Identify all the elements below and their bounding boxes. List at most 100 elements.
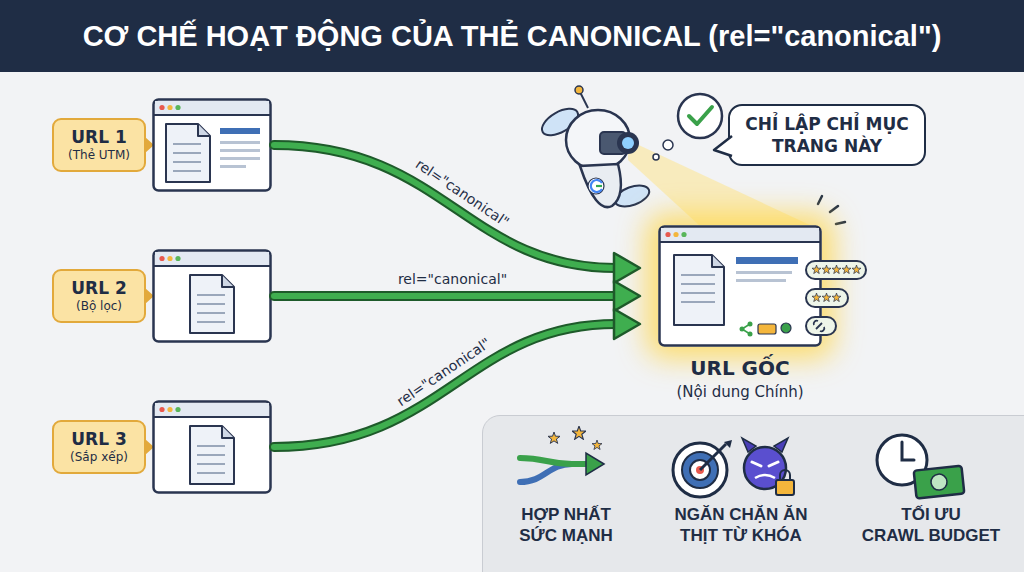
arrow-head	[614, 281, 640, 311]
robot-crawler	[591, 180, 602, 192]
canonical-window	[661, 228, 819, 242]
browser-window	[154, 114, 270, 116]
browser-window	[173, 170, 201, 172]
browser-window	[152, 249, 272, 347]
canonical-window	[812, 265, 821, 274]
browser-window	[197, 454, 225, 456]
browser-window	[152, 400, 272, 498]
browser-window	[173, 161, 201, 163]
browser-window	[222, 275, 234, 287]
browser-window	[222, 426, 234, 438]
canonical-window	[832, 265, 841, 274]
browser-window	[220, 128, 260, 134]
browser-window	[173, 143, 201, 145]
canonical-note: (Nội dung Chính)	[640, 382, 840, 402]
arrow-outline	[274, 291, 616, 301]
browser-window	[155, 403, 269, 417]
canonical-window	[822, 265, 831, 274]
browser-window	[159, 105, 164, 110]
canonical-window	[712, 255, 724, 267]
canonical-window	[658, 225, 898, 355]
browser-window	[152, 98, 272, 196]
url-note: (Thẻ UTM)	[68, 147, 130, 163]
bubble-tail	[714, 136, 732, 156]
bubble-tail	[714, 136, 732, 158]
canonical-window	[674, 255, 724, 325]
browser-window	[154, 251, 271, 342]
canonical-window	[681, 292, 715, 294]
url-tag: URL 1(Thẻ UTM)	[52, 118, 146, 172]
url-variant: URL 2(Bộ lọc)	[52, 249, 274, 343]
browser-window	[167, 105, 172, 110]
canonical-window	[758, 324, 776, 334]
speech-bubble: CHỈ LẬP CHỈ MỤC TRANG NÀY	[728, 104, 926, 166]
canonical-window	[660, 227, 821, 346]
canonical-window	[681, 274, 715, 276]
browser-window	[175, 407, 180, 412]
arrow-head	[614, 253, 640, 283]
canonical-url: URL GỐC	[640, 356, 840, 380]
url-note: (Sắp xếp)	[70, 449, 128, 465]
canonical-window	[806, 317, 836, 335]
canonical-window	[673, 232, 678, 237]
canonical-window	[806, 289, 848, 307]
canonical-window	[736, 279, 786, 282]
spark-lines	[818, 196, 822, 204]
spark-lines	[818, 196, 845, 224]
browser-window	[197, 463, 225, 465]
canonical-arrow	[274, 145, 640, 283]
browser-window	[152, 400, 272, 494]
thought-bubble	[663, 140, 673, 150]
browser-window	[175, 105, 180, 110]
browser-window	[167, 407, 172, 412]
browser-window	[220, 157, 260, 160]
browser-window	[154, 100, 271, 191]
canonical-window	[736, 271, 792, 274]
robot-crawler	[622, 137, 634, 149]
browser-window	[197, 312, 225, 314]
edge-label: rel="canonical"	[398, 271, 507, 287]
browser-window	[154, 402, 271, 493]
diagram-title: CƠ CHẾ HOẠT ĐỘNG CỦA THẺ CANONICAL (rel=…	[0, 0, 1024, 72]
benefits-panel: HỢP NHẤT SỨC MẠNHNGĂN CHẶN ĂN THỊT TỪ KH…	[482, 415, 1024, 572]
robot-crawler	[596, 185, 602, 187]
canonical-window	[681, 232, 686, 237]
canonical-window	[822, 293, 831, 302]
browser-window	[190, 426, 234, 484]
browser-window	[152, 98, 272, 192]
canonical-window	[681, 283, 715, 285]
browser-window	[154, 416, 270, 418]
browser-window	[154, 265, 270, 267]
arrow-outline	[274, 145, 616, 268]
url-variant: URL 1(Thẻ UTM)	[52, 98, 274, 192]
robot-crawler	[588, 178, 604, 194]
browser-window	[198, 124, 210, 136]
canonical-window	[660, 241, 820, 243]
arrow-line	[274, 293, 616, 299]
thought-bubble	[678, 94, 722, 138]
speech-text: CHỈ LẬP CHỈ MỤC TRANG NÀY	[740, 113, 914, 157]
browser-window	[197, 303, 225, 305]
thought-bubble	[689, 107, 712, 124]
canonical-window	[781, 323, 791, 333]
robot-crawler	[575, 86, 583, 94]
browser-window	[175, 256, 180, 261]
url-name: URL 2	[71, 278, 126, 298]
url-tag: URL 3(Sắp xếp)	[52, 420, 146, 474]
browser-window	[197, 472, 225, 474]
browser-window	[220, 165, 246, 168]
arrow-head	[614, 309, 640, 339]
thought-bubble	[653, 94, 722, 160]
browser-window	[159, 256, 164, 261]
robot-crawler	[617, 132, 639, 154]
canonical-window	[806, 261, 866, 279]
canonical-window	[832, 293, 841, 302]
canonical-window	[736, 257, 798, 264]
robot-crawler	[538, 86, 652, 211]
browser-window	[155, 252, 269, 266]
browser-window	[167, 256, 172, 261]
benefit-text: NGĂN CHẶN ĂN THỊT TỪ KHÓA	[653, 504, 829, 546]
spark-lines	[836, 222, 845, 224]
benefit-text: TỐI ƯU CRAWL BUDGET	[856, 504, 1006, 546]
